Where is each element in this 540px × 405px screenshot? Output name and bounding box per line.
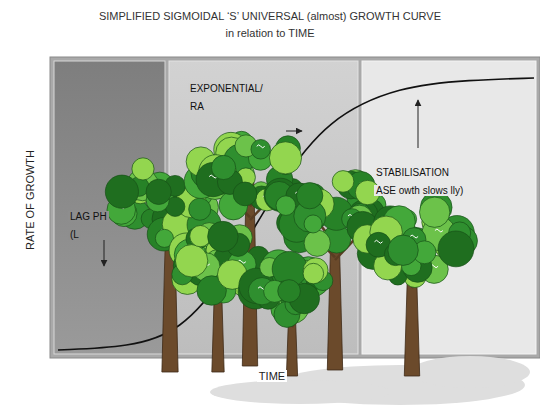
tree-foliage xyxy=(332,171,354,193)
tree xyxy=(105,158,230,372)
y-axis-label: RATE OF GROWTH xyxy=(24,148,36,252)
tree-foliage xyxy=(269,142,301,174)
tree-foliage xyxy=(211,155,235,179)
tree-foliage xyxy=(146,179,171,204)
tree-foliage xyxy=(105,175,138,208)
tree-foliage xyxy=(438,231,474,267)
tree-foliage xyxy=(208,221,238,251)
tree-foliage xyxy=(276,196,296,216)
up-arrow xyxy=(418,100,419,148)
right-arrow xyxy=(286,131,302,132)
tree-shadow xyxy=(410,356,530,388)
tree-foliage xyxy=(304,215,322,233)
chart-frame xyxy=(50,57,540,358)
phase-panel: STABILISATION ASE owth slows lly) xyxy=(374,162,470,198)
tree-foliage xyxy=(420,197,450,227)
tree xyxy=(353,191,477,376)
tree-foliage xyxy=(278,280,301,303)
tree-foliage xyxy=(303,263,324,284)
phase-label: STABILISATION ASE owth slows lly) xyxy=(374,167,465,196)
leaf-highlight xyxy=(435,229,443,232)
stabilisation-panel xyxy=(362,61,536,354)
chart-title: SIMPLIFIED SIGMOIDAL ‘S’ UNIVERSAL (almo… xyxy=(95,8,445,42)
tree-shadow xyxy=(210,380,390,404)
tree-foliage xyxy=(304,230,330,256)
tree-foliage xyxy=(251,140,271,160)
tree-foliage xyxy=(189,198,211,220)
x-axis-label: TIME xyxy=(257,370,287,382)
tree-foliage xyxy=(297,183,323,209)
tree-foliage xyxy=(233,182,257,206)
sigmoid-curve xyxy=(58,78,534,350)
phase-panel: LAG PH (L xyxy=(68,206,114,242)
tree-foliage xyxy=(388,235,418,265)
phase-label: LAG PH (L xyxy=(68,211,109,240)
tree-foliage xyxy=(132,158,154,180)
tree xyxy=(238,250,333,376)
phase-panel: EXPONENTIAL/ RA xyxy=(188,78,274,114)
down-arrow xyxy=(104,240,105,266)
leaf-highlight xyxy=(374,240,382,243)
phase-label: EXPONENTIAL/ RA xyxy=(188,83,265,112)
tree-foliage xyxy=(175,245,207,277)
leaf-highlight xyxy=(257,145,265,148)
